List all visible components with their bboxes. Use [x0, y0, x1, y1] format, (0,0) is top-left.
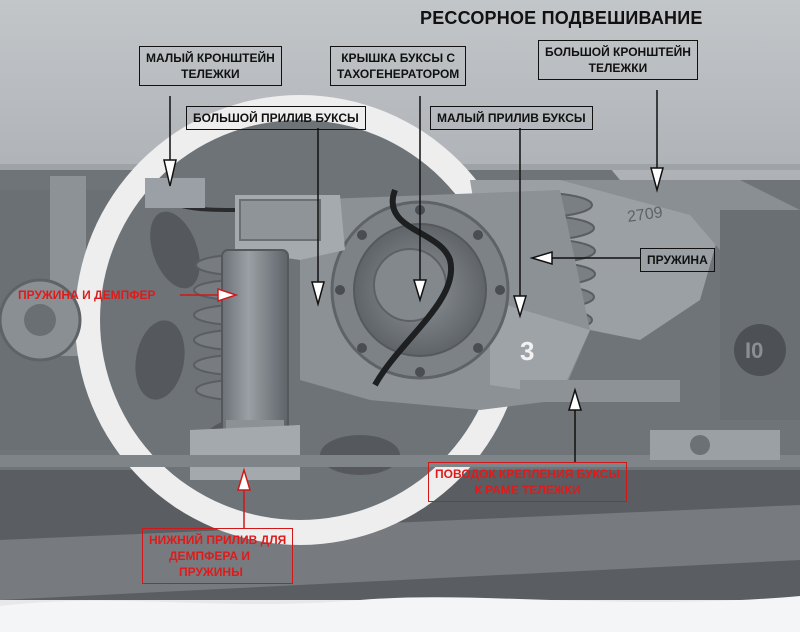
- label-axlebox-link-line-1: ПОВОДОК КРЕПЛЕНИЯ БУКСЫ: [435, 467, 621, 481]
- label-lower-lug-line-1: НИЖНИЙ ПРИЛИВ ДЛЯ: [149, 533, 287, 547]
- svg-text:3: 3: [520, 336, 534, 366]
- label-big-lug: БОЛЬШОЙ ПРИЛИВ БУКСЫ: [186, 106, 366, 130]
- label-small-bracket-line-1: МАЛЫЙ КРОНШТЕЙН: [146, 51, 275, 65]
- label-axlebox-cover: КРЫШКА БУКСЫ С ТАХОГЕНЕРАТОРОМ: [330, 46, 467, 86]
- svg-text:I0: I0: [745, 338, 763, 363]
- damper: [221, 249, 289, 446]
- label-axlebox-link: ПОВОДОК КРЕПЛЕНИЯ БУКСЫ К РАМЕ ТЕЛЕЖКИ: [428, 462, 628, 502]
- label-lower-lug-line-3: ПРУЖИНЫ: [179, 565, 243, 579]
- frame-stencil: 2709: [626, 204, 664, 226]
- page-title: РЕССОРНОЕ ПОДВЕШИВАНИЕ: [420, 8, 703, 28]
- label-lower-lug: НИЖНИЙ ПРИЛИВ ДЛЯ ДЕМПФЕРА И ПРУЖИНЫ: [142, 528, 294, 584]
- label-axlebox-cover-line-1: КРЫШКА БУКСЫ С: [341, 51, 456, 65]
- label-spring: ПРУЖИНА: [640, 248, 715, 272]
- tachogenerator-cable: [372, 188, 455, 387]
- small-bracket: [145, 178, 205, 208]
- label-axlebox-cover-line-2: ТАХОГЕНЕРАТОРОМ: [337, 67, 460, 81]
- axle-box-link: [520, 380, 680, 402]
- red-pointer-arrows: [180, 287, 252, 528]
- label-small-bracket: МАЛЫЙ КРОНШТЕЙН ТЕЛЕЖКИ: [139, 46, 282, 86]
- label-lower-lug-line-2: ДЕМПФЕРА И: [169, 549, 250, 563]
- label-small-bracket-line-2: ТЕЛЕЖКИ: [181, 67, 240, 81]
- label-big-bracket: БОЛЬШОЙ КРОНШТЕЙН ТЕЛЕЖКИ: [538, 40, 698, 80]
- label-axlebox-link-line-2: К РАМЕ ТЕЛЕЖКИ: [474, 483, 581, 497]
- label-small-lug: МАЛЫЙ ПРИЛИВ БУКСЫ: [430, 106, 593, 130]
- label-spring-damper: ПРУЖИНА И ДЕМПФЕР: [18, 288, 156, 302]
- pointer-arrows: [163, 90, 664, 462]
- label-big-bracket-line-2: ТЕЛЕЖКИ: [588, 61, 648, 75]
- brake-rod: [0, 455, 800, 467]
- rail-bed: [0, 505, 800, 600]
- label-big-bracket-line-1: БОЛЬШОЙ КРОНШТЕЙН: [545, 45, 691, 59]
